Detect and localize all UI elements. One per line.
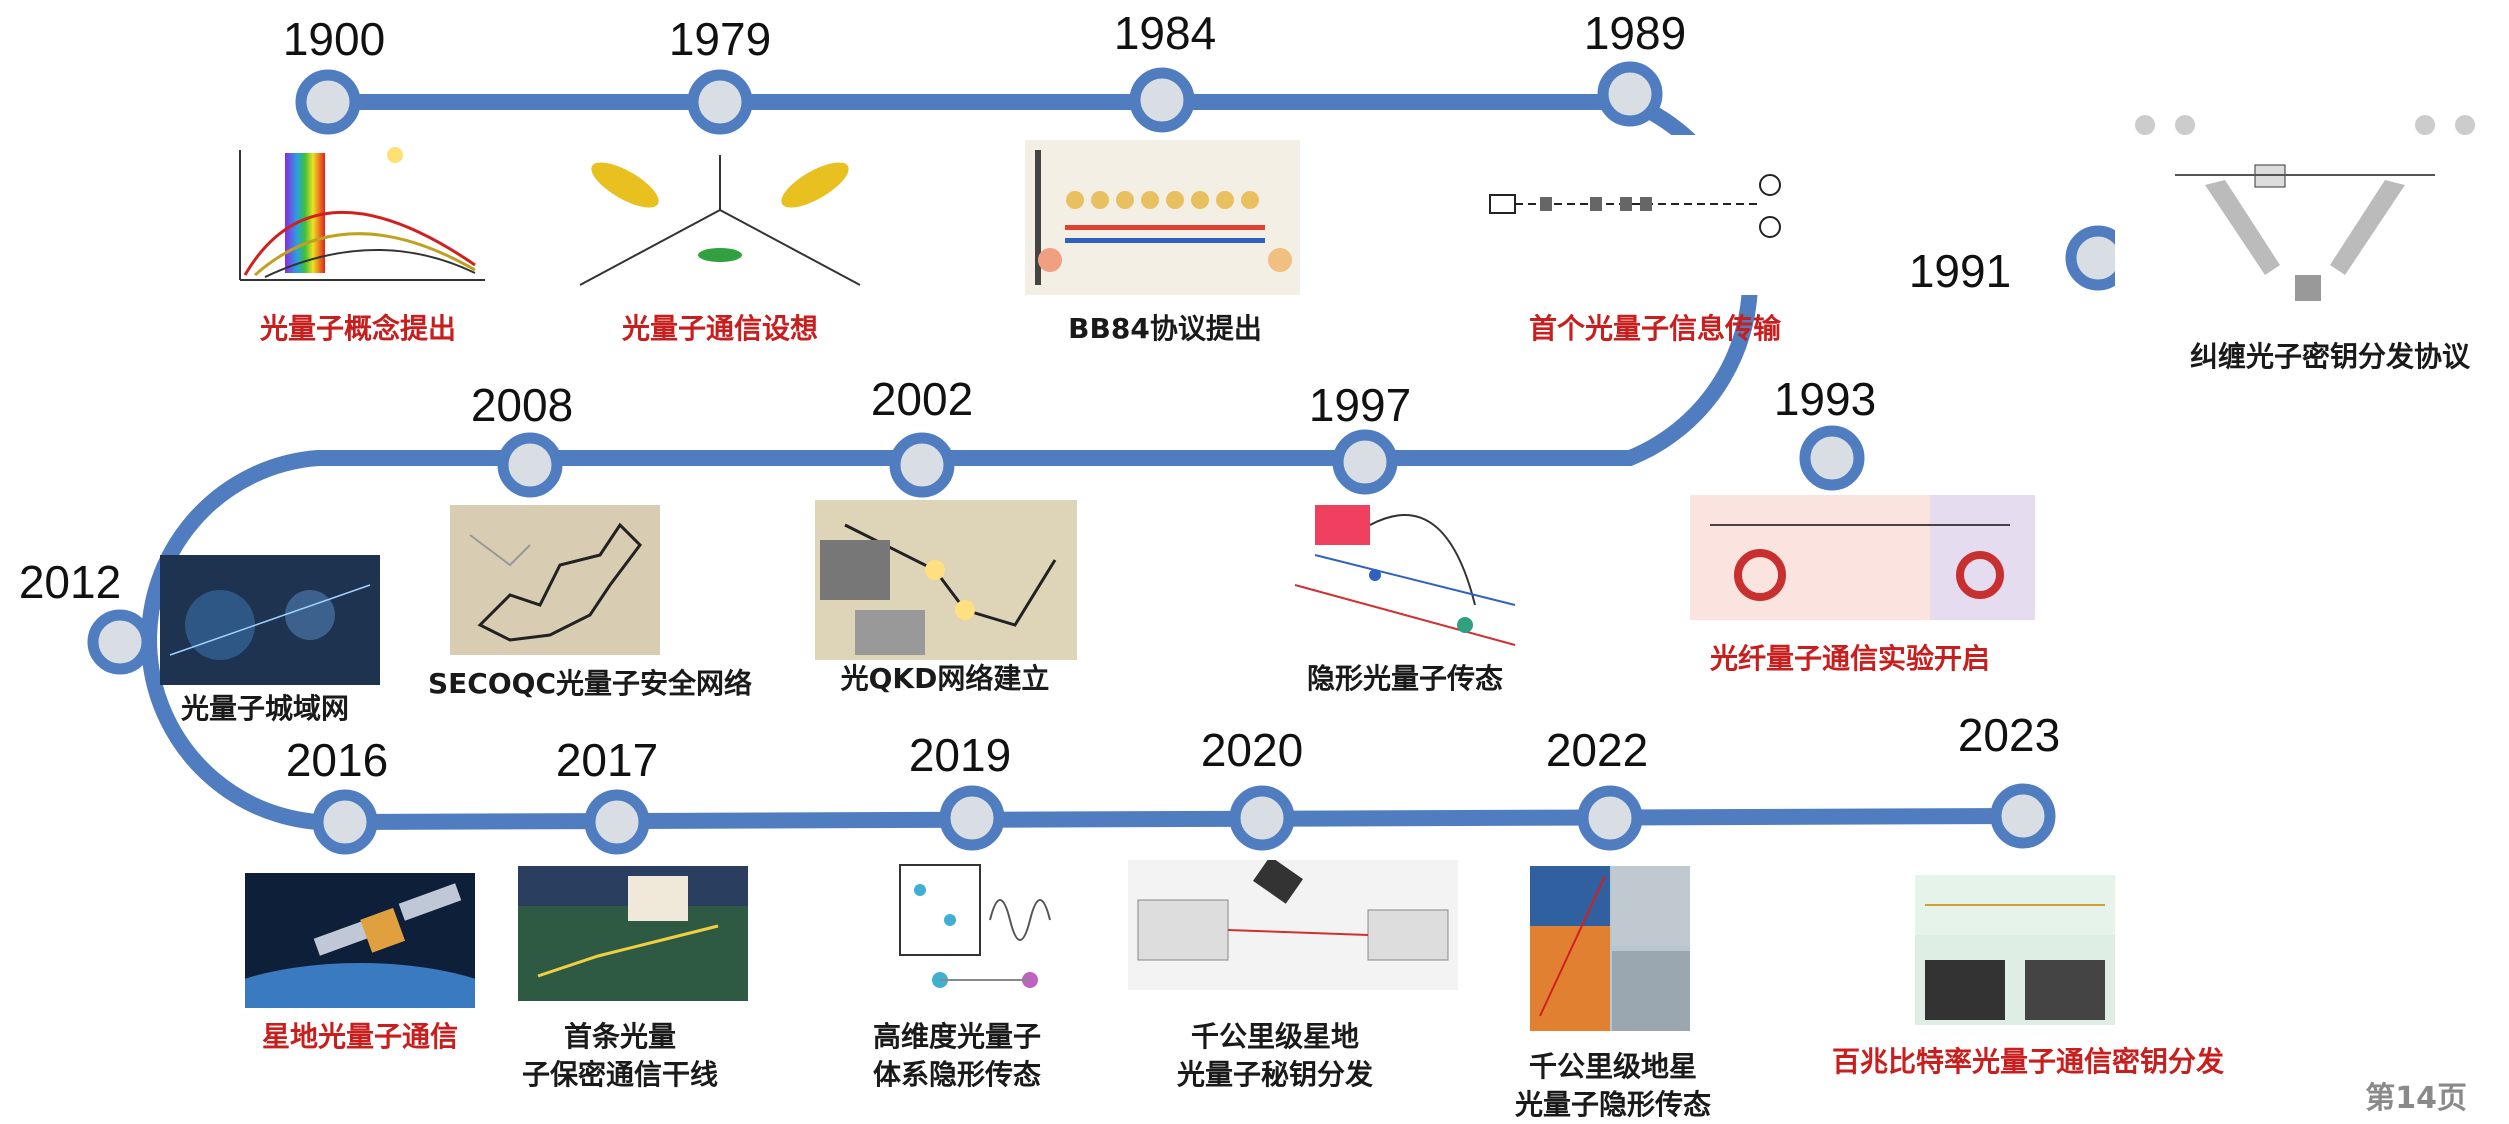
timeline-node-1993 (1799, 425, 1865, 491)
year-label-1991: 1991 (1908, 245, 2012, 297)
year-label-1997: 1997 (1308, 379, 1412, 431)
year-label-2002: 2002 (870, 373, 974, 425)
year-label-2020: 2020 (1200, 724, 1304, 776)
event-label-1993: 光纤量子通信实验开启 (1709, 642, 1991, 675)
year-label-2023: 2023 (1957, 709, 2061, 761)
event-label-2016: 星地光量子通信 (261, 1020, 459, 1053)
timeline-node-1984 (1129, 67, 1195, 133)
timeline-node-2019 (939, 785, 1005, 851)
event-label-1984: BB84协议提出 (1068, 312, 1262, 345)
photon-pairs-diagram-thumbnail (570, 150, 870, 290)
year-label-2017: 2017 (555, 734, 659, 786)
satellite-qkd-schematic-thumbnail (1128, 860, 1458, 990)
year-label-1993: 1993 (1773, 373, 1877, 425)
year-label-1989: 1989 (1583, 7, 1687, 59)
year-label-2016: 2016 (285, 734, 389, 786)
timeline-node-2022 (1577, 785, 1643, 851)
secoqc-network-map-thumbnail (450, 505, 660, 655)
timeline-node-2023 (1990, 783, 2056, 849)
timeline-node-1997 (1332, 429, 1398, 495)
year-label-2012: 2012 (18, 556, 122, 608)
event-label-2002: 光QKD网络建立 (840, 662, 1050, 695)
entanglement-distribution-schematic-thumbnail (2115, 105, 2495, 320)
event-label-2012: 光量子城域网 (180, 692, 350, 725)
year-label-2008: 2008 (470, 379, 574, 431)
event-label-2019: 高维度光量子体系隐形传态 (872, 1020, 1042, 1091)
fiber-experiment-schematic-thumbnail (1690, 495, 2035, 620)
year-label-1984: 1984 (1113, 7, 1217, 59)
timeline-node-2016 (312, 789, 378, 855)
event-label-2008: SECOQC光量子安全网络 (428, 667, 752, 700)
ground-satellite-photos-thumbnail (1530, 866, 1690, 1031)
year-label-2019: 2019 (908, 729, 1012, 781)
timeline-node-2020 (1229, 785, 1295, 851)
year-label-1900: 1900 (282, 13, 386, 65)
timeline-node-2012 (87, 609, 153, 675)
event-label-2017: 首条光量子保密通信干线 (521, 1020, 719, 1091)
event-label-2020: 千公里级星地光量子秘钥分发 (1176, 1020, 1374, 1091)
blackbody-spectrum-graph-thumbnail (225, 145, 490, 290)
timeline-node-1900 (295, 69, 361, 135)
event-label-2022: 千公里级地星光量子隐形传态 (1514, 1050, 1712, 1121)
timeline-node-2002 (889, 432, 955, 498)
event-label-1989: 首个光量子信息传输 (1528, 312, 1782, 345)
backbone-map-thumbnail (518, 866, 748, 1001)
timeline-node-2008 (497, 432, 563, 498)
teleportation-setup-thumbnail (1275, 495, 1540, 670)
qkd-network-map-thumbnail (815, 500, 1077, 660)
year-label-2022: 2022 (1545, 724, 1649, 776)
high-dimensional-diagram-thumbnail (880, 860, 1080, 1015)
timeline-node-1989 (1597, 61, 1663, 127)
timeline-node-1979 (687, 69, 753, 135)
event-label-2023: 百兆比特率光量子通信密钥分发 (1831, 1045, 2225, 1078)
event-label-1997: 隐形光量子传态 (1306, 662, 1504, 695)
metro-network-image-thumbnail (160, 555, 380, 685)
satellite-image-thumbnail (245, 873, 475, 1008)
event-label-1900: 光量子概念提出 (259, 312, 457, 345)
quantum-channel-schematic-thumbnail (1480, 135, 1810, 295)
timeline-node-2017 (584, 789, 650, 855)
high-rate-qkd-photos-thumbnail (1915, 875, 2115, 1025)
event-label-1991: 纠缠光子密钥分发协议 (2189, 340, 2471, 373)
year-label-1979: 1979 (668, 13, 772, 65)
event-label-1979: 光量子通信设想 (621, 312, 819, 345)
page-number: 第14页 (2365, 1081, 2467, 1116)
bb84-protocol-illustration-thumbnail (1025, 140, 1300, 295)
